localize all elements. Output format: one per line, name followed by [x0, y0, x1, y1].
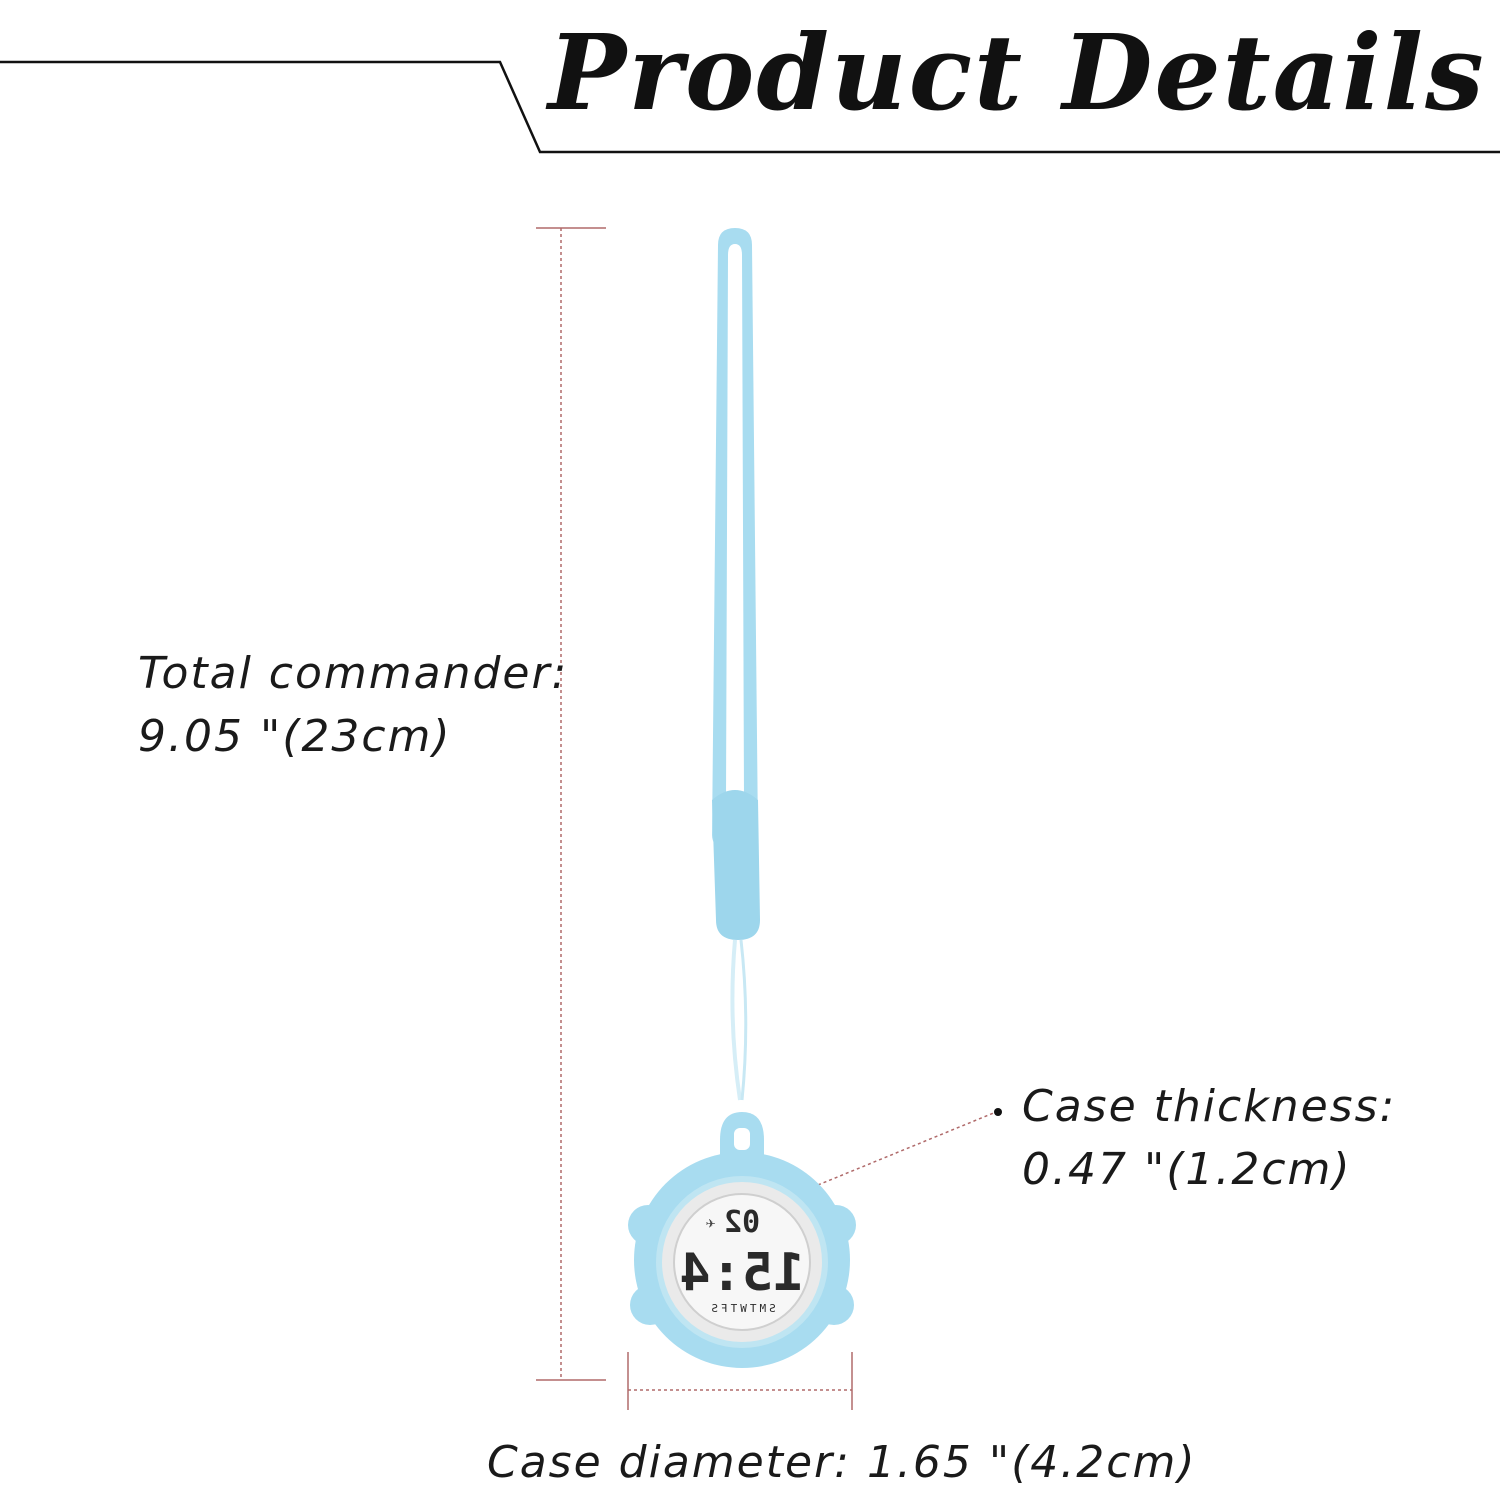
watch-weekdays: SMTWTFS — [708, 1302, 775, 1315]
watch-main-digits: 15:4 — [679, 1243, 804, 1303]
total-length-label: Total commander: 9.05 "(23cm) — [138, 642, 568, 768]
watch-case — [628, 1112, 856, 1368]
watch-top-digits: 02 — [724, 1205, 760, 1240]
thickness-pointer — [817, 1108, 1002, 1186]
case-thickness-label: Case thickness: 0.47 "(1.2cm) — [1022, 1075, 1396, 1201]
case-thickness-name: Case thickness: — [1022, 1081, 1397, 1132]
total-length-name: Total commander: — [138, 648, 569, 699]
total-length-value: 9.05 "(23cm) — [138, 711, 452, 762]
watch-display: 02 15:4 SMTWTFS ✈ — [679, 1205, 804, 1315]
bird-icon: ✈ — [706, 1213, 716, 1232]
length-measure-line — [536, 227, 606, 1381]
page-title: Product Details — [548, 11, 1486, 134]
case-thickness-value: 0.47 "(1.2cm) — [1022, 1144, 1352, 1195]
lanyard-strap — [712, 228, 760, 1101]
case-diameter-text: Case diameter: 1.65 "(4.2cm) — [487, 1437, 1197, 1488]
case-diameter-label: Case diameter: 1.65 "(4.2cm) — [487, 1431, 1197, 1494]
diameter-measure-line — [627, 1352, 853, 1410]
header-rule — [0, 60, 1500, 154]
